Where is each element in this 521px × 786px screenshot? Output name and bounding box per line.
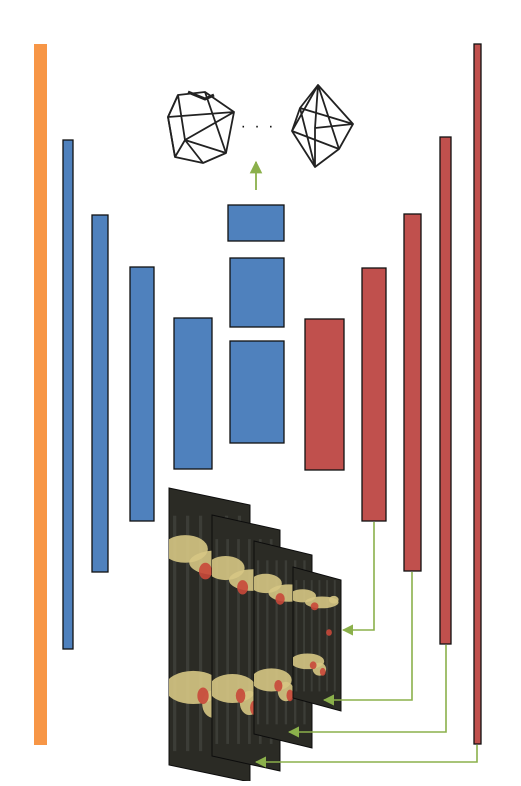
heat-spot [274, 679, 283, 692]
heat-spot [237, 580, 249, 595]
skip-arrows [254, 522, 478, 768]
encoder-block-1 [62, 139, 74, 650]
skip-arrow-4 [254, 745, 478, 768]
polyhedron-output-1 [167, 90, 235, 164]
encoder-block-2 [91, 214, 109, 573]
heat-spot [310, 602, 319, 611]
ellipsis: · · · [241, 118, 276, 135]
heat-spot [326, 629, 332, 636]
heat-spot [197, 687, 209, 705]
decoder-block-4 [439, 136, 452, 645]
heatmap-frame-stack [168, 487, 342, 783]
head-block-1 [229, 340, 285, 444]
skip-arrow-1 [341, 522, 375, 636]
polyhedron-output-2 [291, 84, 354, 168]
heat-spot [329, 595, 339, 604]
heat-spot [319, 667, 326, 676]
decoder-block-3 [403, 213, 422, 572]
heatmap-overlay-4 [293, 580, 339, 692]
heat-spot [309, 661, 317, 670]
heat-spot [275, 593, 285, 605]
heat-spot [235, 688, 246, 703]
decoder-block-5 [473, 43, 482, 745]
heat-spot [286, 689, 294, 702]
encoder-block-4 [173, 317, 213, 470]
decoder-block-1 [304, 318, 345, 471]
heat-spot [198, 562, 212, 580]
decoder-block-2 [361, 267, 387, 522]
skip-arrow-3 [287, 645, 447, 738]
skip-arrow-2 [322, 572, 413, 706]
encoder-block-3 [129, 266, 155, 522]
head-block-3 [227, 204, 285, 242]
head-block-2 [229, 257, 285, 328]
input-bar [34, 44, 47, 745]
